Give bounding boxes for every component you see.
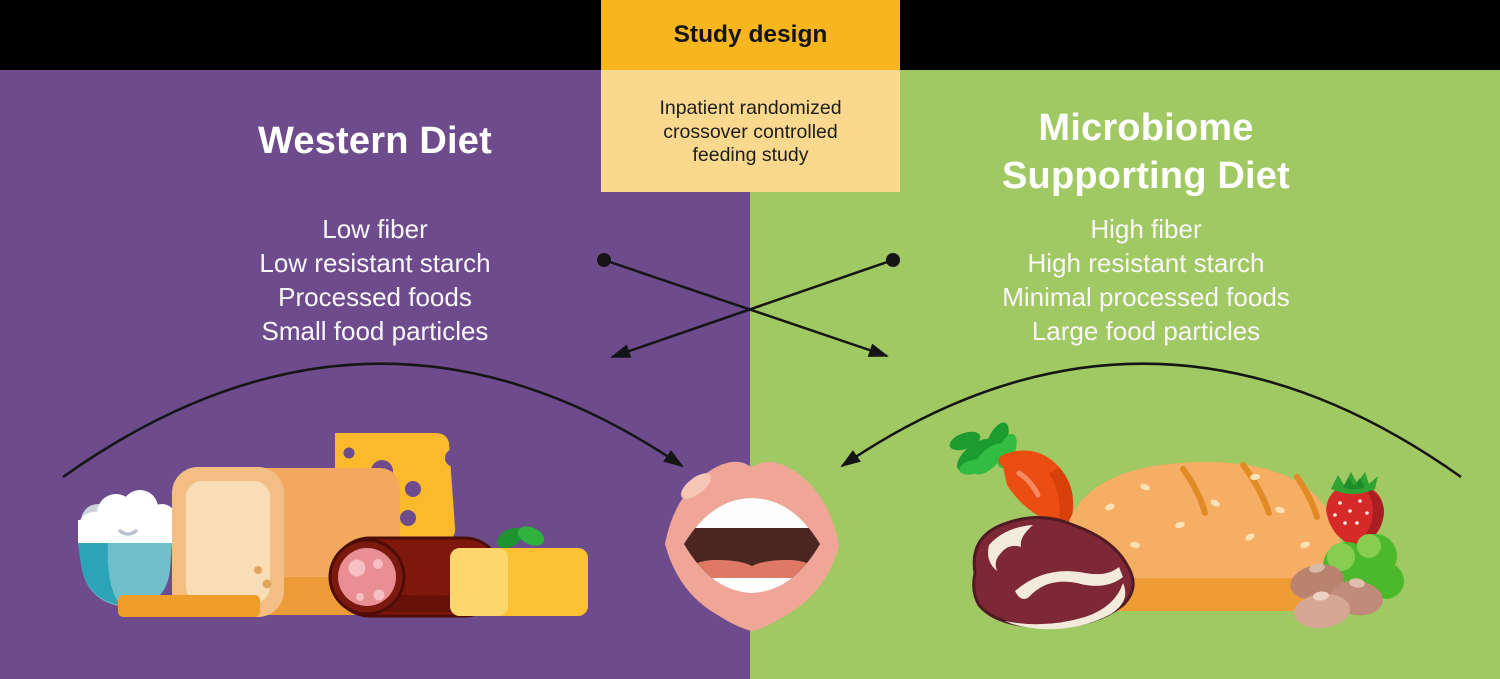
diet-attribute: Low resistant starch xyxy=(259,248,491,278)
western-foods-illustration xyxy=(78,433,588,618)
diet-attribute: Processed foods xyxy=(278,282,472,312)
carrot-icon xyxy=(949,422,1074,527)
steak-icon xyxy=(972,515,1135,630)
cutting-board-icon xyxy=(118,595,260,617)
microbiome-diet-attributes: High fiber High resistant starch Minimal… xyxy=(846,212,1446,348)
diet-attribute: Low fiber xyxy=(322,214,428,244)
study-design-body: Inpatient randomized crossover controlle… xyxy=(601,70,900,192)
mouth-icon xyxy=(665,461,839,631)
microbiome-foods-illustration xyxy=(949,422,1404,630)
diet-attribute: High fiber xyxy=(1090,214,1202,244)
study-design-description: Inpatient randomized crossover controlle… xyxy=(659,97,842,166)
butter-icon xyxy=(450,526,588,616)
study-design-title: Study design xyxy=(673,21,828,48)
study-design-header: Study design xyxy=(601,0,900,70)
diet-attribute: Small food particles xyxy=(261,316,489,346)
diet-attribute: Large food particles xyxy=(1031,316,1261,346)
study-design-box: Study design Inpatient randomized crosso… xyxy=(601,0,900,192)
diet-attribute: Minimal processed foods xyxy=(1002,282,1290,312)
microbiome-diet-title: Microbiome Supporting Diet xyxy=(1002,107,1290,197)
diet-attribute: High resistant starch xyxy=(1027,248,1265,278)
yogurt-bowl-icon xyxy=(78,490,176,607)
western-diet-title: Western Diet xyxy=(258,120,492,162)
strawberry-icon xyxy=(1326,472,1384,547)
bread-slice-icon xyxy=(172,467,284,617)
western-diet-attributes: Low fiber Low resistant starch Processed… xyxy=(75,212,675,348)
beans-icon xyxy=(1290,563,1383,629)
